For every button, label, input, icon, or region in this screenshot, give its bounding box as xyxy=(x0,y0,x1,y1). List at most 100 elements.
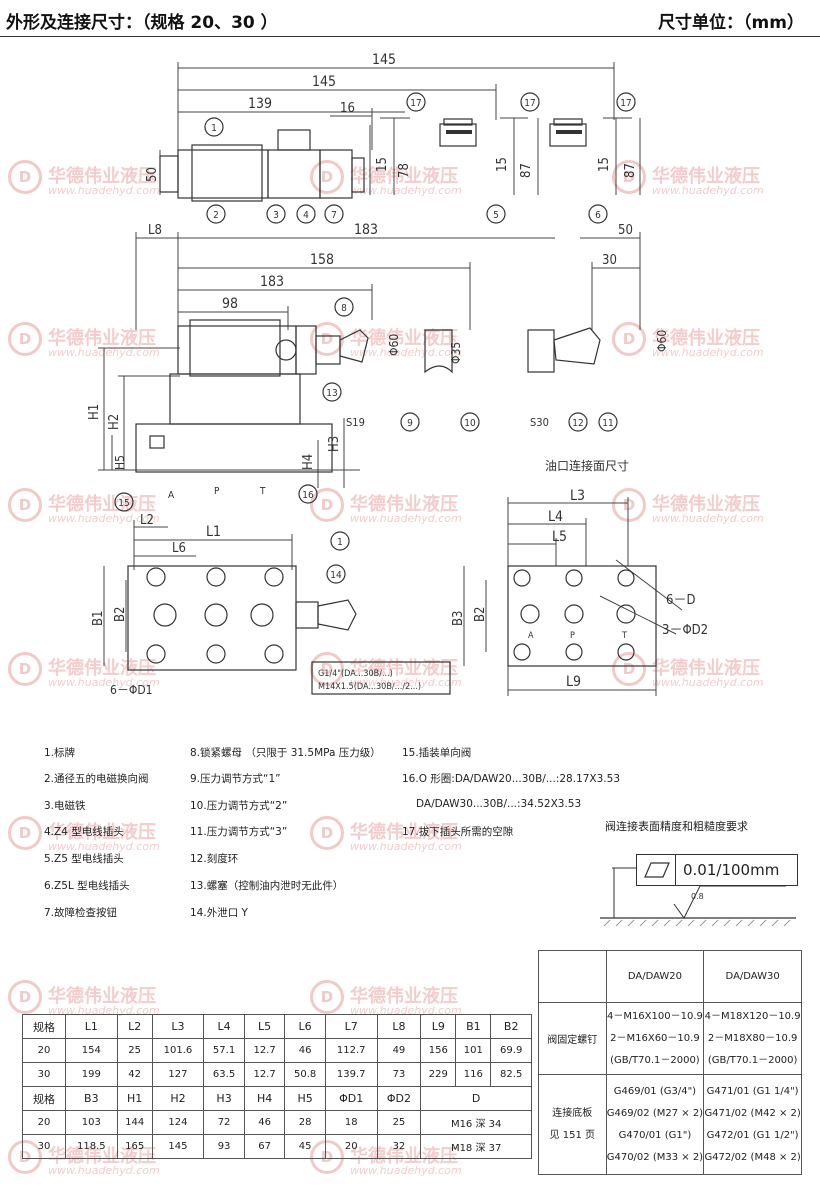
dim-h2: H2 xyxy=(107,414,122,430)
table-cell: 57.1 xyxy=(203,1038,245,1063)
dim-15-a: 15 xyxy=(375,157,390,172)
specs-table: 规格 L1 L2 L3 L4 L5 L6 L7 L8 L9 B1 B2 20 1… xyxy=(22,1014,532,1159)
table-header: D xyxy=(420,1086,532,1111)
table-row: 30 118.5 165 145 93 67 45 20 32 M18 深 37 xyxy=(22,1134,532,1159)
table-header: L9 xyxy=(420,1014,457,1039)
technical-drawing: 145 145 139 16 50 15 78 15 87 15 87 xyxy=(87,52,708,697)
dim-6-d: 6－D xyxy=(666,593,695,608)
dim-l6: L6 xyxy=(172,541,186,556)
legend-item: 11.压力调节方式“3” xyxy=(190,826,288,838)
table-cell: M16 深 34 xyxy=(420,1110,532,1135)
table-header: L8 xyxy=(376,1014,422,1039)
table-cell: 45 xyxy=(284,1134,326,1159)
balloon-9: 9 xyxy=(407,418,413,429)
dim-b1: B1 xyxy=(91,611,106,626)
table-cell xyxy=(538,950,607,1003)
dim-s30: S30 xyxy=(530,416,549,429)
legend-item: 2.通径五的电磁换向阀 xyxy=(44,773,149,785)
table-cell: 阀固定螺钉 xyxy=(538,1002,607,1075)
dim-h4: H4 xyxy=(301,454,316,470)
legend-item: 10.压力调节方式“2” xyxy=(190,800,288,812)
balloon-8: 8 xyxy=(341,303,347,314)
dimension-lines-top xyxy=(159,62,641,195)
port-face xyxy=(507,565,657,667)
dim-87-b: 87 xyxy=(623,163,638,178)
table-cell: 12.7 xyxy=(243,1062,286,1087)
front-view-valve xyxy=(135,319,601,473)
dim-s19: S19 xyxy=(346,416,365,429)
table-cell: 124 xyxy=(151,1110,205,1135)
plan-view-valve xyxy=(127,565,357,671)
plug-z5l xyxy=(549,118,587,147)
table-header: H4 xyxy=(243,1086,286,1111)
table-header: L5 xyxy=(243,1014,286,1039)
dim-87-a: 87 xyxy=(519,163,534,178)
table-cell: 69.9 xyxy=(490,1038,532,1063)
table-cell: 28 xyxy=(284,1110,326,1135)
table-cell: 12.7 xyxy=(243,1038,286,1063)
table-header: L7 xyxy=(324,1014,378,1039)
unit-label: 尺寸单位：（mm） xyxy=(658,13,804,33)
legend-item: 14.外泄口 Y xyxy=(190,907,248,919)
table-cell: 101.6 xyxy=(151,1038,205,1063)
legend-item: 1.标牌 xyxy=(44,747,76,759)
table-header: L1 xyxy=(65,1014,118,1039)
balloon-6: 6 xyxy=(595,210,601,221)
flatness-value: 0.01/100mm xyxy=(683,861,780,879)
dim-16: 16 xyxy=(340,101,355,116)
dim-183-b: 183 xyxy=(260,274,284,290)
dim-3-phid2: 3－ΦD2 xyxy=(662,623,708,638)
port-p-face: P xyxy=(570,631,575,641)
table-cell: 116 xyxy=(455,1062,492,1087)
dim-50-top: 50 xyxy=(145,167,160,182)
table-cell: 32 xyxy=(376,1134,422,1159)
table-cell: 46 xyxy=(284,1038,326,1063)
dim-139: 139 xyxy=(248,96,272,112)
table-cell: 156 xyxy=(420,1038,457,1063)
dim-b2-port: B2 xyxy=(473,607,488,622)
table-cell: 112.7 xyxy=(324,1038,378,1063)
parallelogram-icon xyxy=(644,862,670,878)
dim-phi35: Φ35 xyxy=(449,342,463,364)
table-header: L6 xyxy=(284,1014,326,1039)
table-cell: 82.5 xyxy=(490,1062,532,1087)
dim-l3: L3 xyxy=(570,488,585,504)
legend-item: 5.Z5 型电线插头 xyxy=(44,853,124,865)
table-row: 20 103 144 124 72 46 28 18 25 M16 深 34 xyxy=(22,1110,532,1135)
table-header: 规格 xyxy=(22,1086,66,1111)
table-row: 连接底板见 151 页 G469/01 (G3/4")G469/02 (M27 … xyxy=(538,1074,802,1175)
table-row: 30 199 42 127 63.5 12.7 50.8 139.7 73 22… xyxy=(22,1062,532,1087)
table-cell: 73 xyxy=(376,1062,422,1087)
legend-item: DA/DAW30...30B/...:34.52X3.53 xyxy=(416,798,582,810)
table-cell: 42 xyxy=(116,1062,153,1087)
dim-l9: L9 xyxy=(566,674,581,690)
oil-port-title: 油口连接面尺寸 xyxy=(545,458,629,473)
table-cell: 30 xyxy=(22,1134,66,1159)
dimension-lines-port xyxy=(463,497,683,696)
port-a-face: A xyxy=(528,631,534,641)
table-header: H3 xyxy=(203,1086,245,1111)
table-cell: 25 xyxy=(376,1110,422,1135)
legend-item: 6.Z5L 型电线插头 xyxy=(44,880,130,892)
table-cell: G469/01 (G3/4")G469/02 (M27 × 2)G470/01 … xyxy=(605,1074,705,1175)
roughness-symbol xyxy=(600,867,796,927)
top-view-valve xyxy=(159,129,365,202)
table-header: B1 xyxy=(455,1014,492,1039)
legend-item: 7.故障检查按钮 xyxy=(44,907,118,919)
balloon-10: 10 xyxy=(464,418,476,429)
table-cell: 229 xyxy=(420,1062,457,1087)
table-cell: 145 xyxy=(151,1134,205,1159)
table-cell: 67 xyxy=(243,1134,286,1159)
page-header: 外形及连接尺寸：（规格 20、30 ） 尺寸单位：（mm） xyxy=(0,0,820,37)
legend-item: 13.螺塞（控制油内泄时无此件） xyxy=(190,880,344,892)
table-header: H2 xyxy=(151,1086,205,1111)
table-cell: 139.7 xyxy=(324,1062,378,1087)
page-title: 外形及连接尺寸：（规格 20、30 ） xyxy=(6,13,278,33)
dim-158: 158 xyxy=(310,252,334,268)
dim-l2: L2 xyxy=(140,513,154,528)
balloon-13: 13 xyxy=(326,388,337,399)
port-note-m: M14X1.5(DA...30B/.../2...) xyxy=(318,682,421,692)
balloon-1: 1 xyxy=(211,123,217,134)
